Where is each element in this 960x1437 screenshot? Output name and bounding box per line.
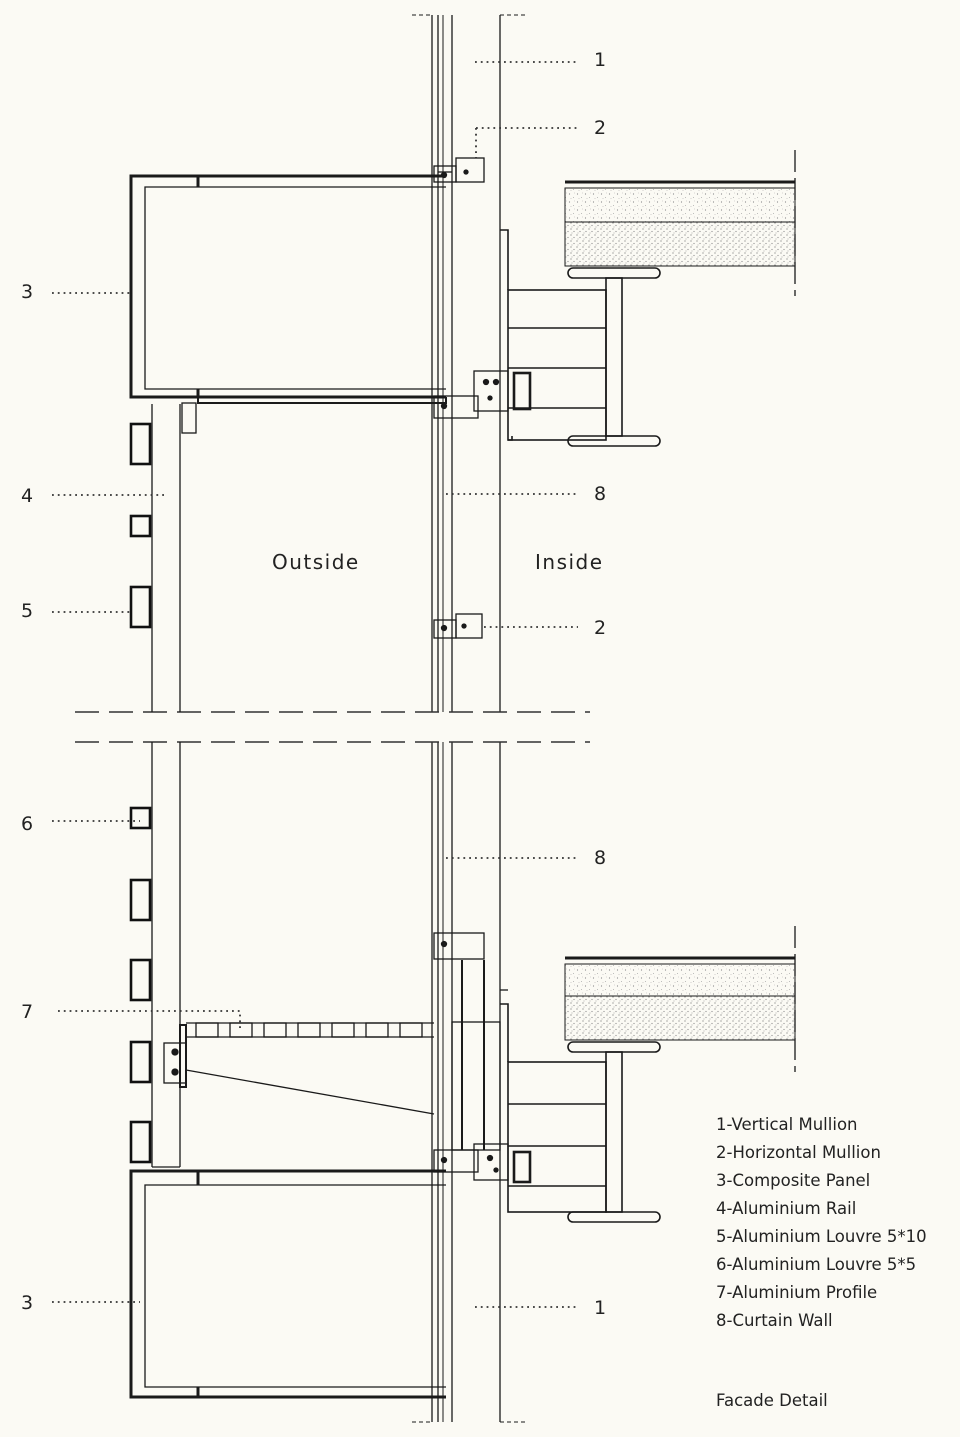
horizontal-mullion-lower-connection [433,932,532,1184]
legend-item: 4-Aluminium Rail [716,1199,856,1218]
floor-slab-lower [564,926,796,1072]
curtain-wall-upper [431,15,444,712]
callout-8-bot: 8 [594,847,606,869]
callout-leaders [52,61,578,1308]
callout-3-top: 3 [21,281,33,303]
vertical-mullion-lower [451,742,501,1422]
legend-item: 8-Curtain Wall [716,1311,833,1330]
aluminium-louvres [129,422,152,1164]
aluminium-profile [163,960,508,1151]
horizontal-mullion-top [433,157,485,183]
legend: 1-Vertical Mullion 2-Horizontal Mullion … [716,1115,927,1330]
callout-2-mid: 2 [594,617,606,639]
vertical-mullion-upper [451,15,501,712]
legend-item: 3-Composite Panel [716,1171,870,1190]
callout-numbers: 1 2 3 4 8 5 2 6 8 7 3 1 [21,49,606,1319]
horizontal-mullion-mid [433,613,483,639]
inside-label: Inside [535,550,604,574]
steel-beam-upper [500,229,661,447]
legend-item: 1-Vertical Mullion [716,1115,858,1134]
curtain-wall-lower [431,742,444,1422]
callout-8-top: 8 [594,483,606,505]
legend-item: 6-Aluminium Louvre 5*5 [716,1255,916,1274]
callout-1-top: 1 [594,49,606,71]
outside-label: Outside [272,550,360,574]
composite-panel-bottom [129,1169,446,1399]
callout-2-top: 2 [594,117,606,139]
legend-item: 5-Aluminium Louvre 5*10 [716,1227,927,1246]
caption: Facade Detail [716,1391,828,1410]
callout-7: 7 [21,1001,33,1023]
steel-beam-lower [500,1003,661,1223]
legend-item: 7-Aluminium Profile [716,1283,877,1302]
callout-5: 5 [21,600,33,622]
legend-item: 2-Horizontal Mullion [716,1143,881,1162]
callout-4: 4 [21,485,33,507]
callout-1-bot: 1 [594,1297,606,1319]
aluminium-rail [151,404,181,1168]
floor-slab-upper [564,150,796,296]
callout-6: 6 [21,813,33,835]
section-break-lines [75,711,590,743]
callout-3-bot: 3 [21,1292,33,1314]
horizontal-mullion-upper-connection [433,370,532,419]
composite-panel-top [129,174,447,434]
